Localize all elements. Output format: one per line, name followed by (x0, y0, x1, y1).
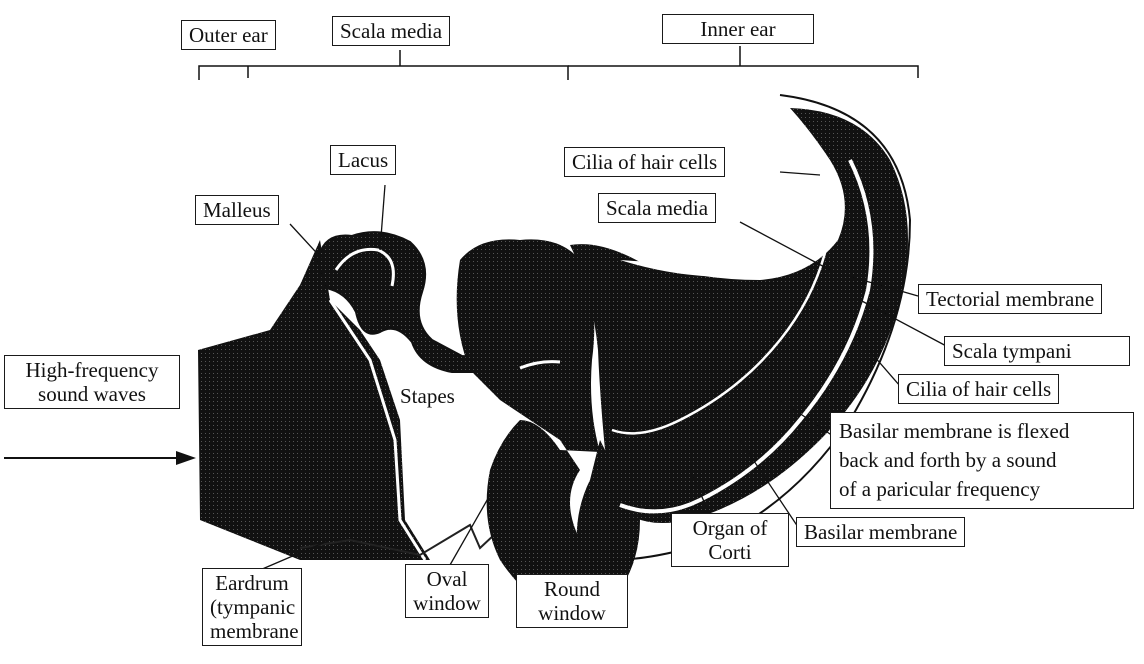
region-bracket-lines (199, 46, 918, 80)
basilar-membrane-label: Basilar membrane (796, 517, 965, 547)
organ-corti-line-1: Organ of (679, 516, 781, 540)
scala-tympani-label: Scala tympani (944, 336, 1130, 366)
outer-ear-label: Outer ear (181, 20, 276, 50)
malleus-label: Malleus (195, 195, 279, 225)
eardrum-line-3: membrane (210, 619, 294, 643)
organ-corti-line-2: Corti (679, 540, 781, 564)
round-window-line-1: Round (524, 577, 620, 601)
cilia-top-label: Cilia of hair cells (564, 147, 725, 177)
basilar-flexed-line-2: back and forth by a sound (839, 446, 1125, 475)
high-frequency-line-1: High-frequency (12, 358, 172, 382)
high-frequency-line-2: sound waves (12, 382, 172, 406)
oval-window-label: Oval window (405, 564, 489, 618)
basilar-flexed-line-1: Basilar membrane is flexed (839, 417, 1125, 446)
eardrum-label: Eardrum (tympanic membrane (202, 568, 302, 646)
eardrum-line-1: Eardrum (210, 571, 294, 595)
high-frequency-label: High-frequency sound waves (4, 355, 180, 409)
oval-window-line-2: window (413, 591, 481, 615)
scala-media-top-label: Scala media (332, 16, 450, 46)
scala-media-label: Scala media (598, 193, 716, 223)
round-window-line-2: window (524, 601, 620, 625)
tectorial-membrane-label: Tectorial membrane (918, 284, 1102, 314)
cilia-bottom-label: Cilia of hair cells (898, 374, 1059, 404)
sound-wave-arrow (4, 451, 196, 465)
stapes-label: Stapes (400, 384, 455, 408)
lacus-label: Lacus (330, 145, 396, 175)
organ-of-corti-label: Organ of Corti (671, 513, 789, 567)
round-window-label: Round window (516, 574, 628, 628)
inner-ear-label: Inner ear (662, 14, 814, 44)
oval-window-line-1: Oval (413, 567, 481, 591)
basilar-flexed-note: Basilar membrane is flexed back and fort… (830, 412, 1134, 509)
basilar-flexed-line-3: of a paricular frequency (839, 475, 1125, 504)
eardrum-line-2: (tympanic (210, 595, 294, 619)
